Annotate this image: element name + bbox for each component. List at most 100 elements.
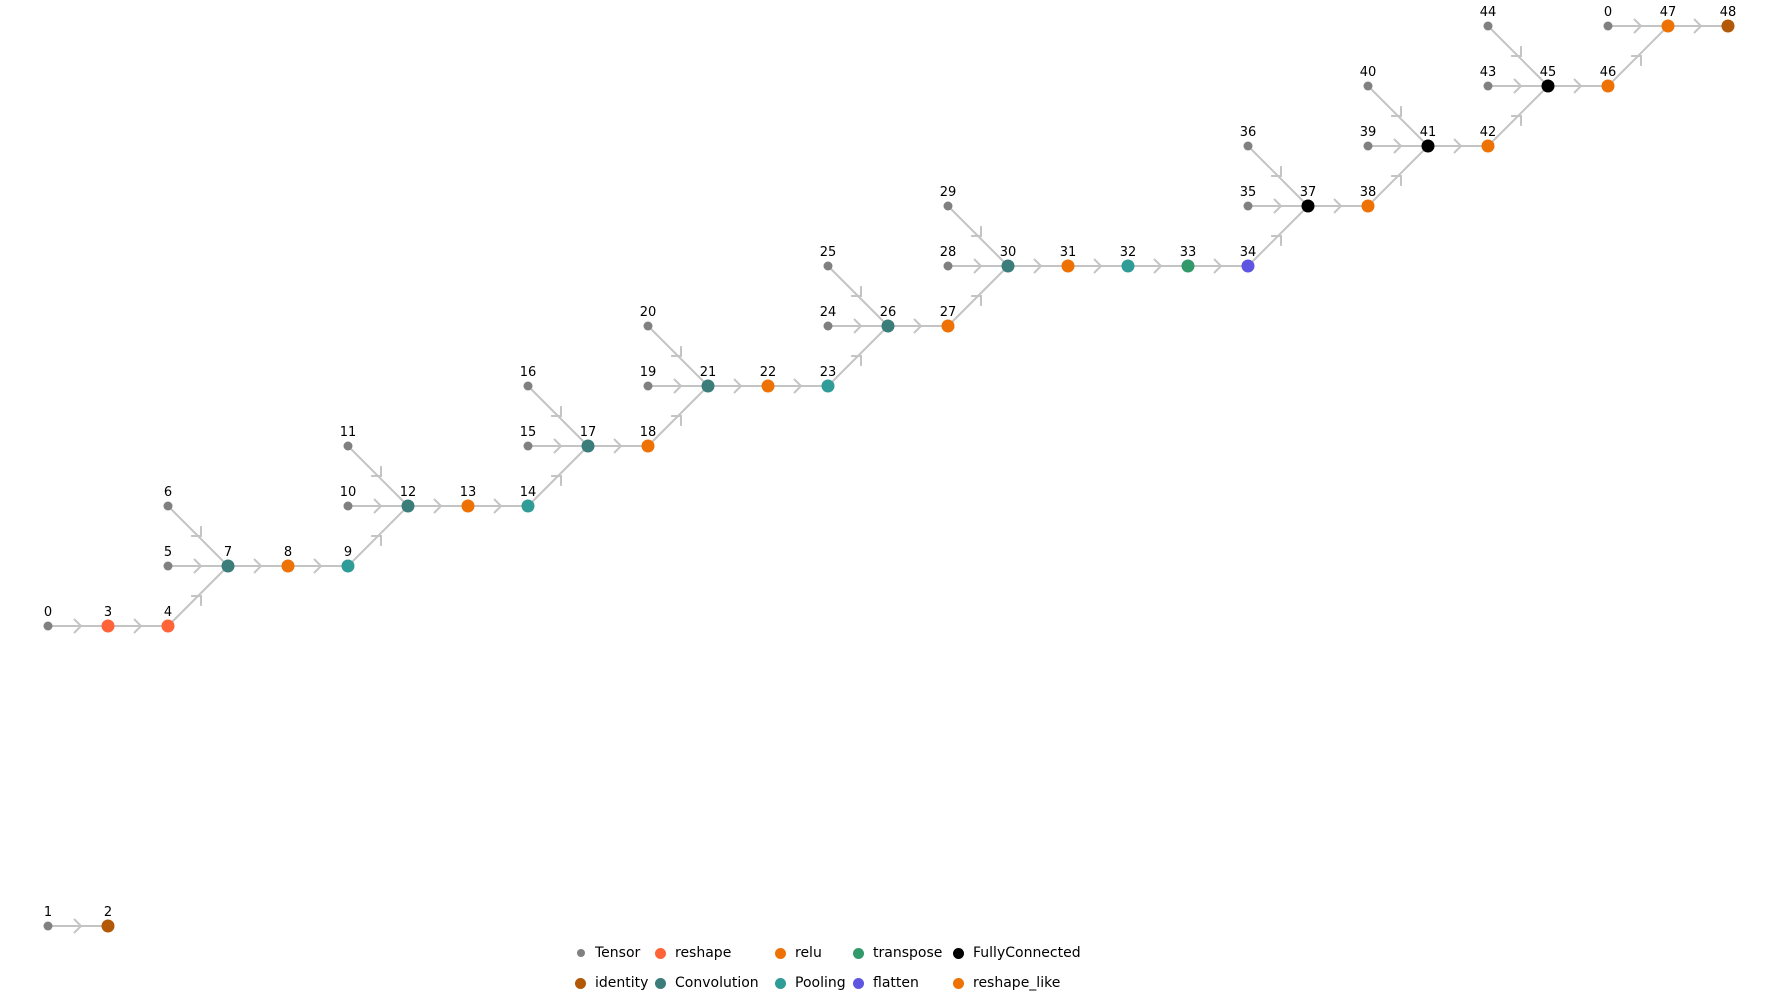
node-marker[interactable] bbox=[1001, 259, 1015, 273]
node-marker[interactable] bbox=[881, 319, 895, 333]
node-reshape_like[interactable]: 47 bbox=[1660, 5, 1677, 33]
node-marker[interactable] bbox=[1721, 19, 1735, 33]
node-fullyconnected[interactable]: 41 bbox=[1420, 125, 1437, 153]
node-pooling[interactable]: 14 bbox=[520, 485, 537, 513]
node-marker[interactable] bbox=[343, 441, 353, 451]
node-relu[interactable]: 38 bbox=[1360, 185, 1377, 213]
node-marker[interactable] bbox=[1421, 139, 1435, 153]
node-tensor[interactable]: 11 bbox=[340, 425, 357, 451]
node-marker[interactable] bbox=[1483, 81, 1493, 91]
node-marker[interactable] bbox=[1661, 19, 1675, 33]
node-reshape[interactable]: 3 bbox=[101, 605, 115, 633]
node-marker[interactable] bbox=[1301, 199, 1315, 213]
node-tensor[interactable]: 36 bbox=[1240, 125, 1257, 151]
node-relu[interactable]: 46 bbox=[1600, 65, 1617, 93]
node-marker[interactable] bbox=[461, 499, 475, 513]
node-tensor[interactable]: 16 bbox=[520, 365, 537, 391]
node-marker[interactable] bbox=[821, 379, 835, 393]
node-tensor[interactable]: 0 bbox=[43, 605, 53, 631]
node-transpose[interactable]: 33 bbox=[1180, 245, 1197, 273]
node-convolution[interactable]: 7 bbox=[221, 545, 235, 573]
node-marker[interactable] bbox=[761, 379, 775, 393]
node-marker[interactable] bbox=[1601, 79, 1615, 93]
node-marker[interactable] bbox=[163, 561, 173, 571]
node-marker[interactable] bbox=[161, 619, 175, 633]
node-marker[interactable] bbox=[581, 439, 595, 453]
node-tensor[interactable]: 44 bbox=[1480, 5, 1497, 31]
node-marker[interactable] bbox=[641, 439, 655, 453]
node-relu[interactable]: 27 bbox=[940, 305, 957, 333]
node-marker[interactable] bbox=[221, 559, 235, 573]
node-pooling[interactable]: 23 bbox=[820, 365, 837, 393]
node-marker[interactable] bbox=[523, 381, 533, 391]
node-marker[interactable] bbox=[823, 321, 833, 331]
node-identity[interactable]: 2 bbox=[101, 905, 115, 933]
node-tensor[interactable]: 19 bbox=[640, 365, 657, 391]
node-relu[interactable]: 42 bbox=[1480, 125, 1497, 153]
node-convolution[interactable]: 21 bbox=[700, 365, 717, 393]
node-tensor[interactable]: 28 bbox=[940, 245, 957, 271]
node-marker[interactable] bbox=[1241, 259, 1255, 273]
node-tensor[interactable]: 10 bbox=[340, 485, 357, 511]
node-marker[interactable] bbox=[823, 261, 833, 271]
node-relu[interactable]: 22 bbox=[760, 365, 777, 393]
node-tensor[interactable]: 6 bbox=[163, 485, 173, 511]
node-marker[interactable] bbox=[521, 499, 535, 513]
node-marker[interactable] bbox=[281, 559, 295, 573]
node-flatten[interactable]: 34 bbox=[1240, 245, 1257, 273]
node-marker[interactable] bbox=[343, 501, 353, 511]
node-marker[interactable] bbox=[101, 619, 115, 633]
node-relu[interactable]: 18 bbox=[640, 425, 657, 453]
node-tensor[interactable]: 24 bbox=[820, 305, 837, 331]
node-tensor[interactable]: 40 bbox=[1360, 65, 1377, 91]
node-marker[interactable] bbox=[341, 559, 355, 573]
node-marker[interactable] bbox=[643, 381, 653, 391]
node-marker[interactable] bbox=[943, 261, 953, 271]
node-tensor[interactable]: 29 bbox=[940, 185, 957, 211]
node-pooling[interactable]: 32 bbox=[1120, 245, 1137, 273]
node-marker[interactable] bbox=[1361, 199, 1375, 213]
node-marker[interactable] bbox=[163, 501, 173, 511]
node-reshape[interactable]: 4 bbox=[161, 605, 175, 633]
node-tensor[interactable]: 43 bbox=[1480, 65, 1497, 91]
node-marker[interactable] bbox=[643, 321, 653, 331]
node-convolution[interactable]: 17 bbox=[580, 425, 597, 453]
node-tensor[interactable]: 15 bbox=[520, 425, 537, 451]
node-marker[interactable] bbox=[1181, 259, 1195, 273]
node-marker[interactable] bbox=[101, 919, 115, 933]
node-marker[interactable] bbox=[401, 499, 415, 513]
node-convolution[interactable]: 30 bbox=[1000, 245, 1017, 273]
node-tensor[interactable]: 25 bbox=[820, 245, 837, 271]
node-marker[interactable] bbox=[1363, 81, 1373, 91]
node-marker[interactable] bbox=[943, 201, 953, 211]
node-tensor[interactable]: 39 bbox=[1360, 125, 1377, 151]
node-tensor[interactable]: 5 bbox=[163, 545, 173, 571]
node-marker[interactable] bbox=[1481, 139, 1495, 153]
node-convolution[interactable]: 12 bbox=[400, 485, 417, 513]
node-relu[interactable]: 31 bbox=[1060, 245, 1077, 273]
node-marker[interactable] bbox=[1363, 141, 1373, 151]
node-relu[interactable]: 8 bbox=[281, 545, 295, 573]
node-marker[interactable] bbox=[701, 379, 715, 393]
node-marker[interactable] bbox=[1061, 259, 1075, 273]
node-marker[interactable] bbox=[1483, 21, 1493, 31]
node-relu[interactable]: 13 bbox=[460, 485, 477, 513]
node-tensor[interactable]: 1 bbox=[43, 905, 53, 931]
node-marker[interactable] bbox=[43, 921, 53, 931]
node-tensor[interactable]: 0 bbox=[1603, 5, 1613, 31]
node-pooling[interactable]: 9 bbox=[341, 545, 355, 573]
node-convolution[interactable]: 26 bbox=[880, 305, 897, 333]
node-marker[interactable] bbox=[523, 441, 533, 451]
node-marker[interactable] bbox=[1603, 21, 1613, 31]
node-fullyconnected[interactable]: 37 bbox=[1300, 185, 1317, 213]
node-tensor[interactable]: 20 bbox=[640, 305, 657, 331]
node-identity[interactable]: 48 bbox=[1720, 5, 1737, 33]
node-marker[interactable] bbox=[941, 319, 955, 333]
node-fullyconnected[interactable]: 45 bbox=[1540, 65, 1557, 93]
node-tensor[interactable]: 35 bbox=[1240, 185, 1257, 211]
node-marker[interactable] bbox=[43, 621, 53, 631]
node-marker[interactable] bbox=[1121, 259, 1135, 273]
node-marker[interactable] bbox=[1541, 79, 1555, 93]
node-marker[interactable] bbox=[1243, 201, 1253, 211]
node-marker[interactable] bbox=[1243, 141, 1253, 151]
